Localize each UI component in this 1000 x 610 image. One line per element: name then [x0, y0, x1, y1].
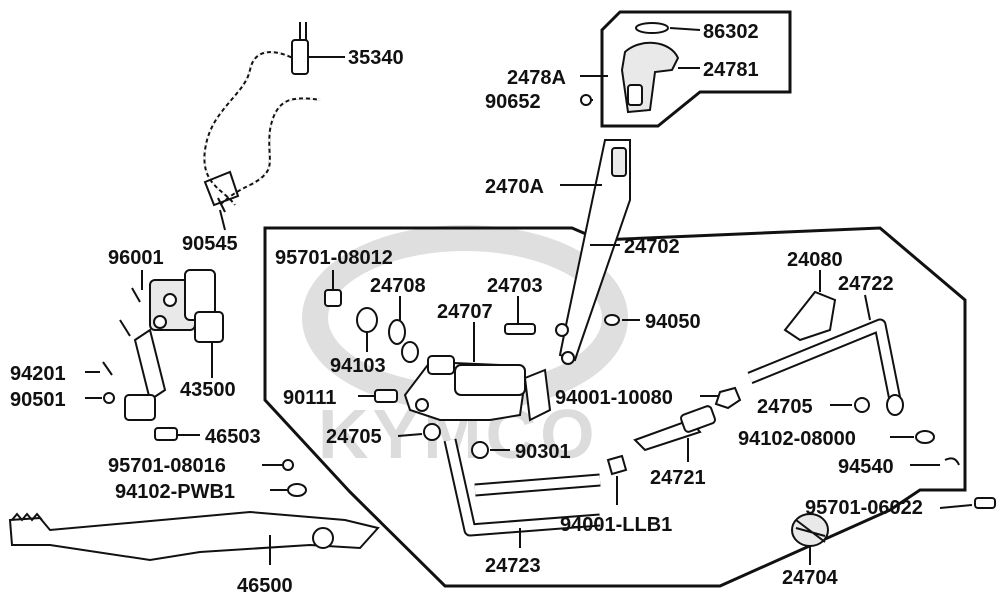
part-label-46500: 46500 [237, 575, 293, 597]
part-label-24723: 24723 [485, 555, 541, 577]
part-label-24705-left: 24705 [326, 426, 382, 448]
leader-lines [85, 27, 973, 565]
part-label-24781: 24781 [703, 59, 759, 81]
part-label-90545: 90545 [182, 233, 238, 255]
part-label-90301: 90301 [515, 441, 571, 463]
brake-pedal[interactable] [8, 510, 380, 562]
part-label-24705-right: 24705 [757, 396, 813, 418]
sensor-wire-assembly[interactable] [203, 22, 321, 213]
shift-rod-24723[interactable] [443, 438, 601, 537]
part-label-2470A: 2470A [485, 176, 544, 198]
part-label-94540: 94540 [838, 456, 894, 478]
part-label-95701-08012: 95701-08012 [275, 247, 393, 269]
part-label-95701-08016: 95701-08016 [108, 455, 226, 477]
part-label-24080: 24080 [787, 249, 843, 271]
part-label-90652: 90652 [485, 91, 541, 113]
part-label-35340: 35340 [348, 47, 404, 69]
part-label-94102-PWB1: 94102-PWB1 [115, 481, 235, 503]
part-label-24721: 24721 [650, 467, 706, 489]
part-label-94201: 94201 [10, 363, 66, 385]
part-label-90501: 90501 [10, 389, 66, 411]
part-label-90111: 90111 [283, 387, 336, 409]
rod-adjuster[interactable] [423, 314, 960, 476]
shift-rod-24722[interactable] [747, 290, 904, 416]
part-label-94050: 94050 [645, 311, 701, 333]
part-label-86302: 86302 [703, 21, 759, 43]
part-label-95701-06022: 95701-06022 [805, 497, 923, 519]
part-label-94103: 94103 [330, 355, 386, 377]
shift-pivot-arm[interactable] [403, 355, 552, 422]
part-label-24702: 24702 [624, 236, 680, 258]
shift-knob-assembly[interactable] [580, 22, 680, 114]
part-label-43500: 43500 [180, 379, 236, 401]
knob-group-outline [600, 10, 792, 128]
part-label-94102-08000: 94102-08000 [738, 428, 856, 450]
part-label-2478A: 2478A [507, 67, 566, 89]
part-label-24708: 24708 [370, 275, 426, 297]
part-label-94001-LLB1: 94001-LLB1 [560, 514, 672, 536]
part-label-24722: 24722 [838, 273, 894, 295]
misc-hardware[interactable] [324, 289, 996, 547]
part-label-24703: 24703 [487, 275, 543, 297]
part-label-46503: 46503 [205, 426, 261, 448]
master-cylinder[interactable] [124, 269, 224, 421]
part-label-24704: 24704 [782, 567, 838, 589]
shift-lever-rod[interactable] [555, 139, 631, 365]
part-labels: 35340 86302 24781 2478A 90652 2470A 2470… [10, 21, 923, 597]
pedal-hardware[interactable] [102, 287, 307, 497]
part-label-24707: 24707 [437, 301, 493, 323]
part-label-96001: 96001 [108, 247, 164, 269]
part-label-94001-10080: 94001-10080 [555, 387, 673, 409]
